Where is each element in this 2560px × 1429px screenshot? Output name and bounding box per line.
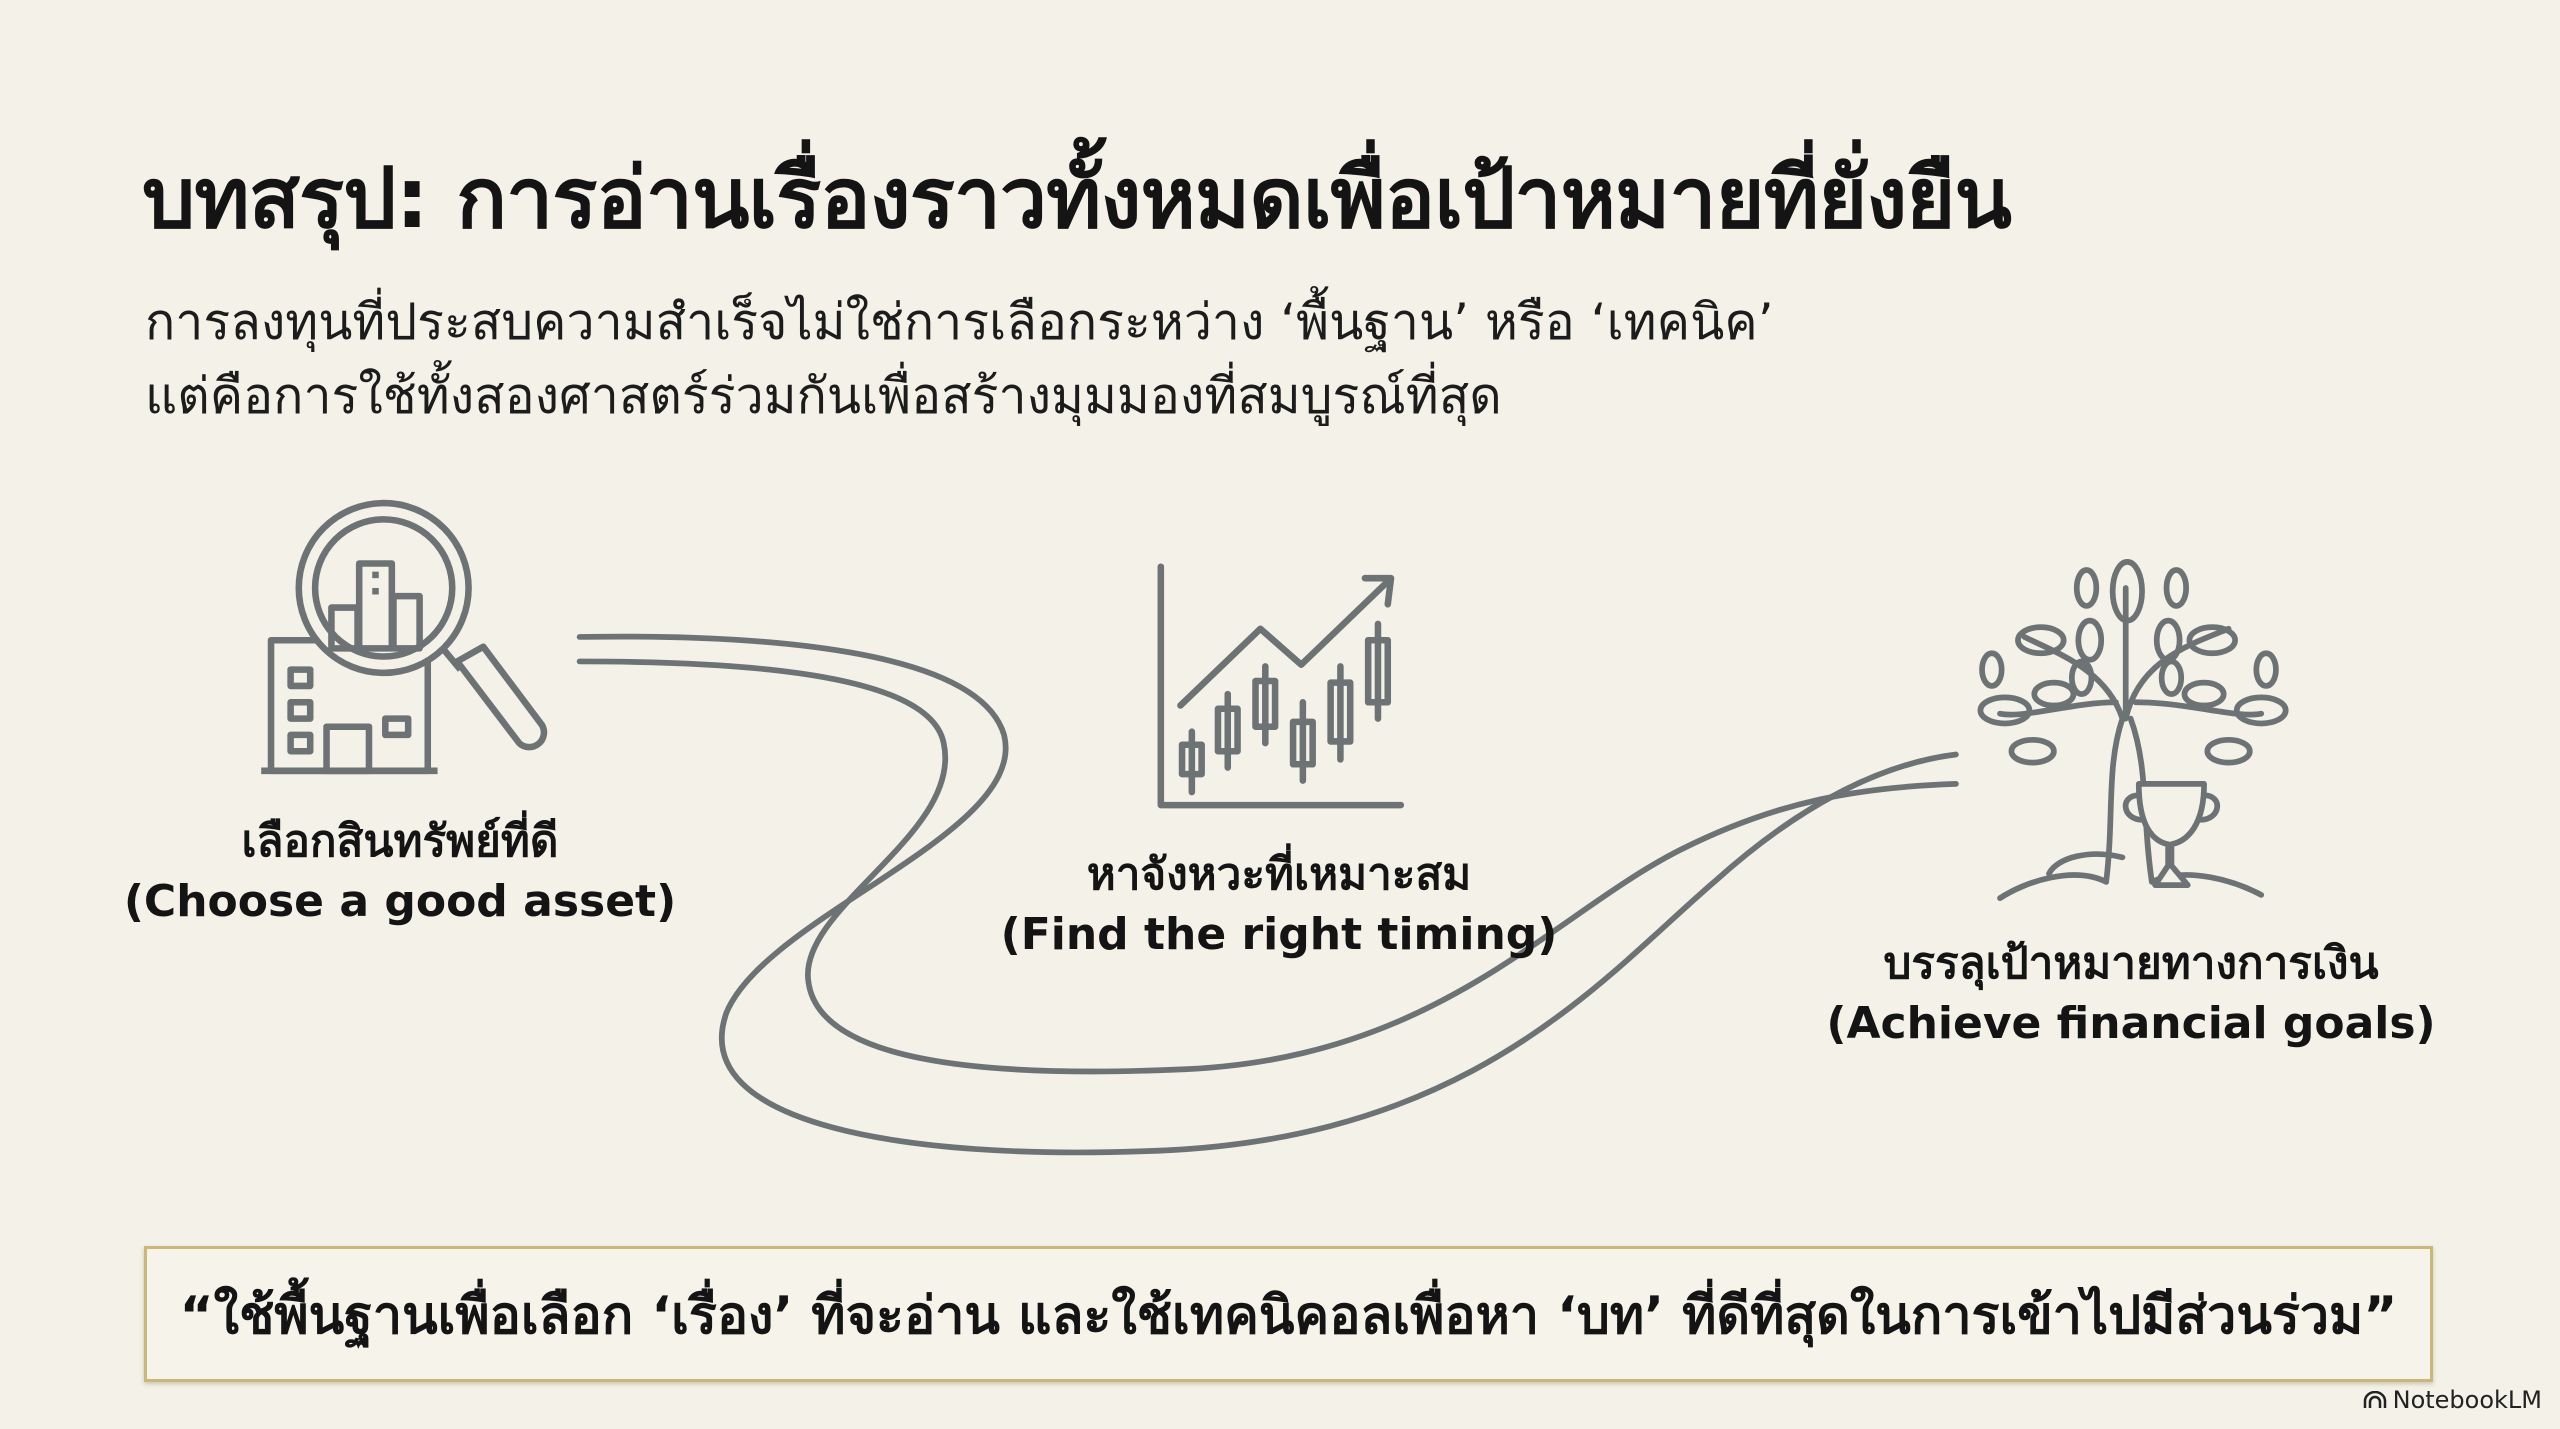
brand-name: NotebookLM — [2392, 1386, 2542, 1414]
magnifier-building-icon — [261, 499, 548, 775]
tree-trophy-icon — [1977, 558, 2289, 902]
step-achieve-goals: บรรลุเป้าหมายทางการเงิน (Achieve financi… — [1826, 934, 2435, 1054]
step-thai-label: เลือกสินทรัพย์ที่ดี — [241, 816, 559, 867]
subtitle-line-2: แต่คือการใช้ทั้งสองศาสตร์ร่วมกันเพื่อสร้… — [145, 367, 1502, 425]
candlestick-chart-icon — [1157, 563, 1405, 809]
subtitle-line-1: การลงทุนที่ประสบความสำเร็จไม่ใช่การเลือก… — [145, 293, 1774, 351]
step-thai-label: หาจังหวะที่เหมาะสม — [1086, 849, 1472, 900]
step-english-label: (Choose a good asset) — [123, 876, 677, 927]
step-choose-asset: เลือกสินทรัพย์ที่ดี (Choose a good asset… — [124, 812, 676, 932]
notebooklm-logo-icon — [2363, 1391, 2386, 1408]
subtitle: การลงทุนที่ประสบความสำเร็จไม่ใช่การเลือก… — [145, 285, 1774, 433]
step-thai-label: บรรลุเป้าหมายทางการเงิน — [1883, 938, 2379, 989]
quote-box: “ใช้พื้นฐานเพื่อเลือก ‘เรื่อง’ ที่จะอ่าน… — [144, 1246, 2433, 1382]
step-english-label: (Achieve financial goals) — [1826, 998, 2436, 1049]
road-outer-line — [576, 633, 1959, 1156]
quote-text: “ใช้พื้นฐานเพื่อเลือก ‘เรื่อง’ ที่จะอ่าน… — [179, 1285, 2398, 1346]
page-title: บทสรุป: การอ่านเรื่องราวทั้งหมดเพื่อเป้า… — [142, 149, 2012, 247]
step-english-label: (Find the right timing) — [1000, 909, 1558, 960]
road-inner-line — [576, 658, 1959, 1075]
step-find-timing: หาจังหวะที่เหมาะสม (Find the right timin… — [1001, 845, 1558, 965]
brand-watermark: NotebookLM — [2363, 1386, 2542, 1414]
